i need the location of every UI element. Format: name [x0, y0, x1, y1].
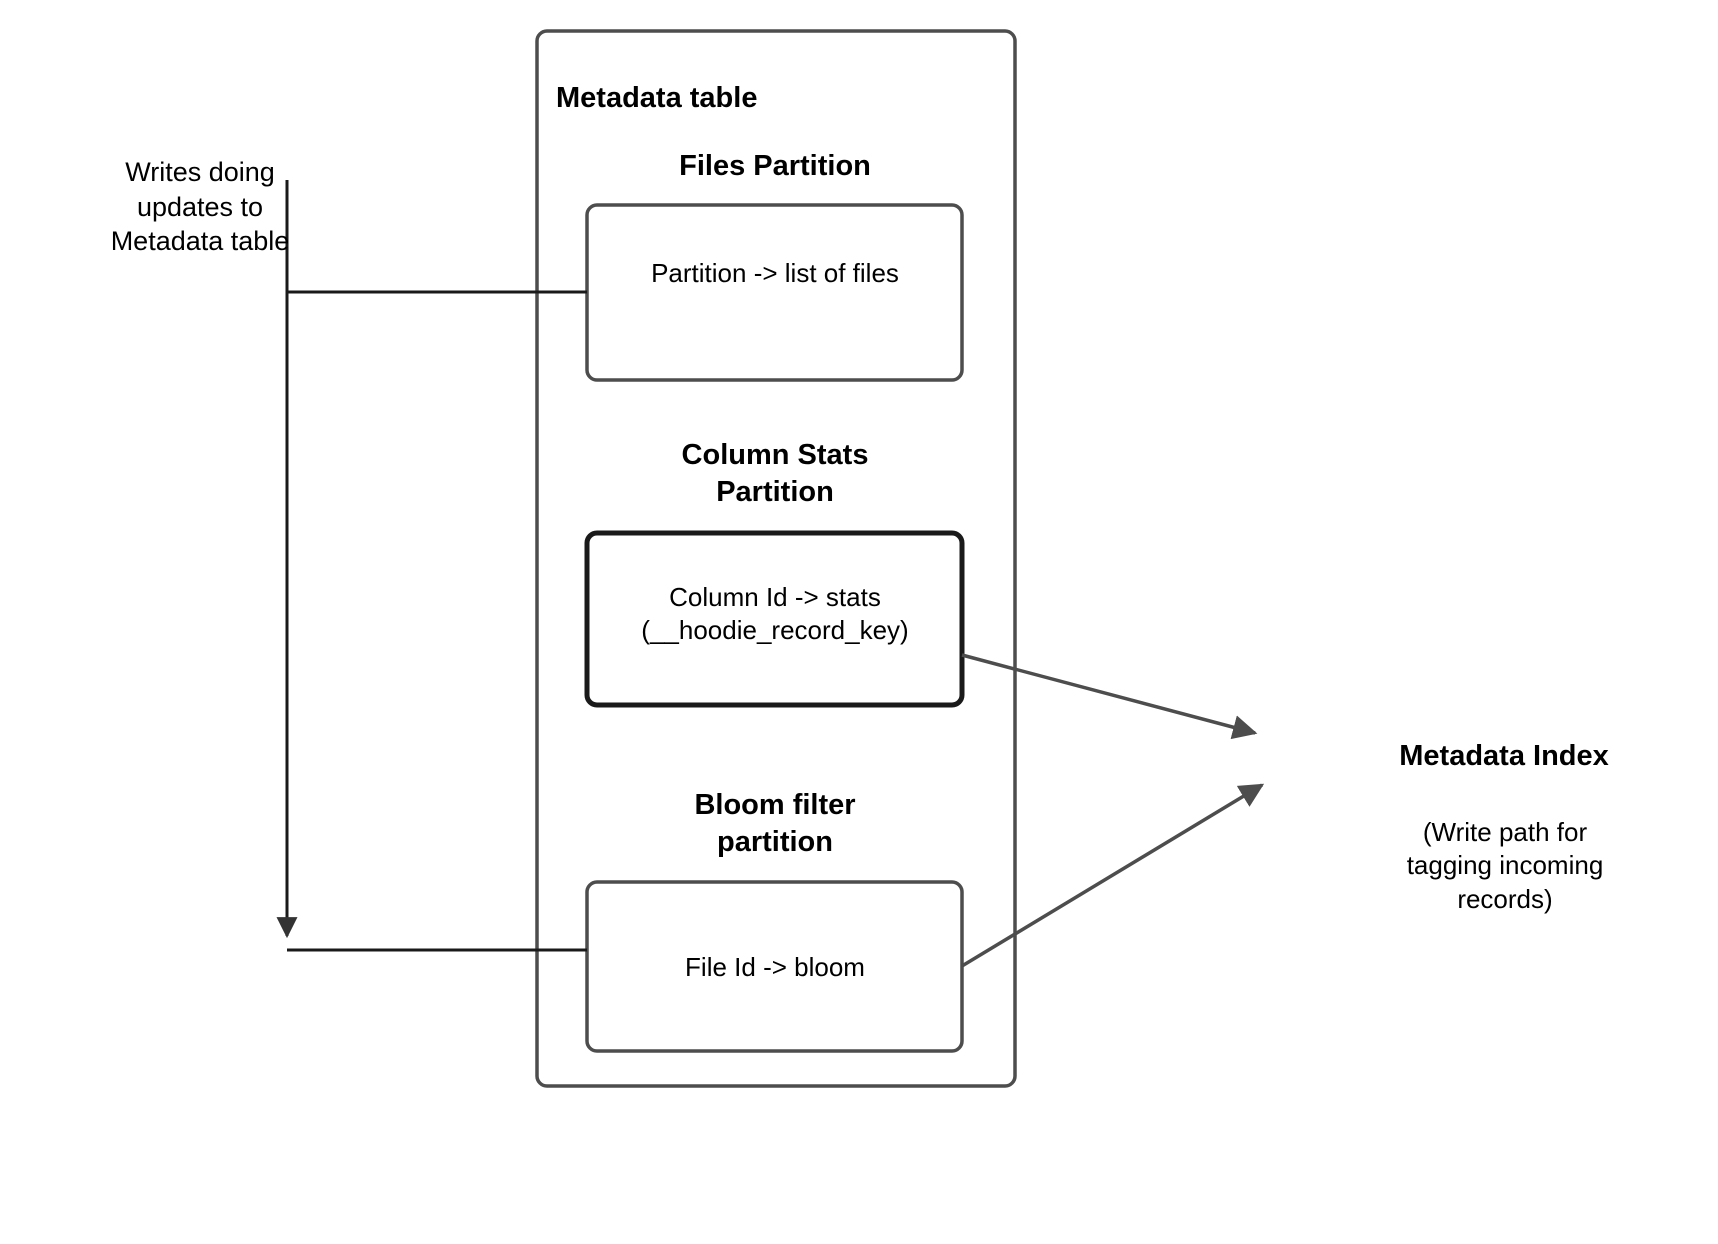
bloom-filter-partition-box-label: File Id -> bloom: [685, 952, 865, 982]
metadata-index-title: Metadata Index: [1399, 740, 1609, 772]
arrow-column-stats-to-metadata-index: [961, 653, 1258, 740]
metadata-index-note: (Write path for tagging incoming records…: [1406, 817, 1604, 914]
files-partition-box: [585, 203, 964, 382]
column-stats-partition-heading: Column Stats Partition: [681, 439, 869, 509]
files-partition-heading: Files Partition: [679, 150, 871, 182]
writes-updates-annotation: Writes doing updates to Metadata table: [110, 157, 290, 257]
files-partition-box-label: Partition -> list of files: [651, 258, 899, 288]
metadata-table-title: Metadata table: [556, 82, 758, 114]
metadata-table-outer-box: [535, 29, 1017, 1088]
bloom-filter-partition-heading: Bloom filter partition: [694, 789, 856, 859]
arrow-bloom-to-metadata-index: [961, 783, 1265, 968]
column-stats-partition-box-label: Column Id -> stats (__hoodie_record_key): [641, 582, 909, 646]
